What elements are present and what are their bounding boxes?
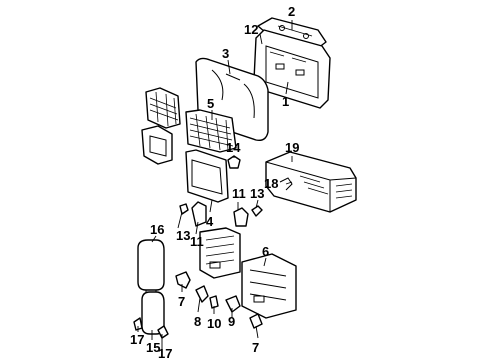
callout-12: 12 <box>244 22 258 37</box>
callout-10: 10 <box>207 316 221 331</box>
part-5-back-panel <box>185 109 237 153</box>
callout-15: 15 <box>146 340 160 355</box>
callout-6: 6 <box>262 244 269 259</box>
callout-3: 3 <box>222 46 229 61</box>
callout-19: 19 <box>285 140 299 155</box>
part-13-bolt-right <box>251 205 263 217</box>
callout-2: 2 <box>288 4 295 19</box>
part-19-seat-cushion <box>265 151 357 213</box>
part-4-seat-back-lower <box>185 149 229 203</box>
callout-16: 16 <box>150 222 164 237</box>
callout-17-left: 17 <box>130 332 144 347</box>
callout-13-right: 13 <box>250 186 264 201</box>
part-13-bolt-left <box>179 203 189 215</box>
part-7-bracket-lower <box>249 313 263 329</box>
callout-7-upper: 7 <box>178 294 185 309</box>
center-trim-panel <box>199 227 241 279</box>
part-8-pivot <box>195 285 209 303</box>
part-6-rear-panel <box>241 253 297 319</box>
part-18-hook <box>279 177 293 191</box>
callout-13-left: 13 <box>176 228 190 243</box>
part-1-seat-back-frame <box>253 29 331 109</box>
part-9-handle <box>225 295 241 313</box>
callout-9: 9 <box>228 314 235 329</box>
part-17-guide-left <box>133 317 143 331</box>
callout-7-lower: 7 <box>252 340 259 355</box>
callout-1: 1 <box>282 94 289 109</box>
part-17-guide-right <box>157 325 169 339</box>
part-11-latch-right <box>233 207 249 227</box>
callout-labels: 2 12 3 1 5 14 19 18 11 13 4 13 11 16 6 7… <box>130 4 299 360</box>
callout-11-left: 11 <box>190 234 204 249</box>
part-11-latch-left <box>191 201 207 227</box>
part-7-bracket-upper <box>175 271 191 289</box>
leader-lines <box>137 20 293 350</box>
part-16-head-restraint <box>137 239 165 298</box>
callout-14: 14 <box>226 140 241 155</box>
callout-11-right: 11 <box>232 186 246 201</box>
callout-8: 8 <box>194 314 201 329</box>
part-14-clip <box>227 155 241 169</box>
left-lower-panel <box>141 125 173 165</box>
part-10-screw <box>209 295 219 309</box>
callout-4: 4 <box>206 214 214 229</box>
callout-5: 5 <box>207 96 214 111</box>
left-upper-panel <box>145 87 181 129</box>
callout-17-right: 17 <box>158 346 172 360</box>
callout-18: 18 <box>264 176 278 191</box>
